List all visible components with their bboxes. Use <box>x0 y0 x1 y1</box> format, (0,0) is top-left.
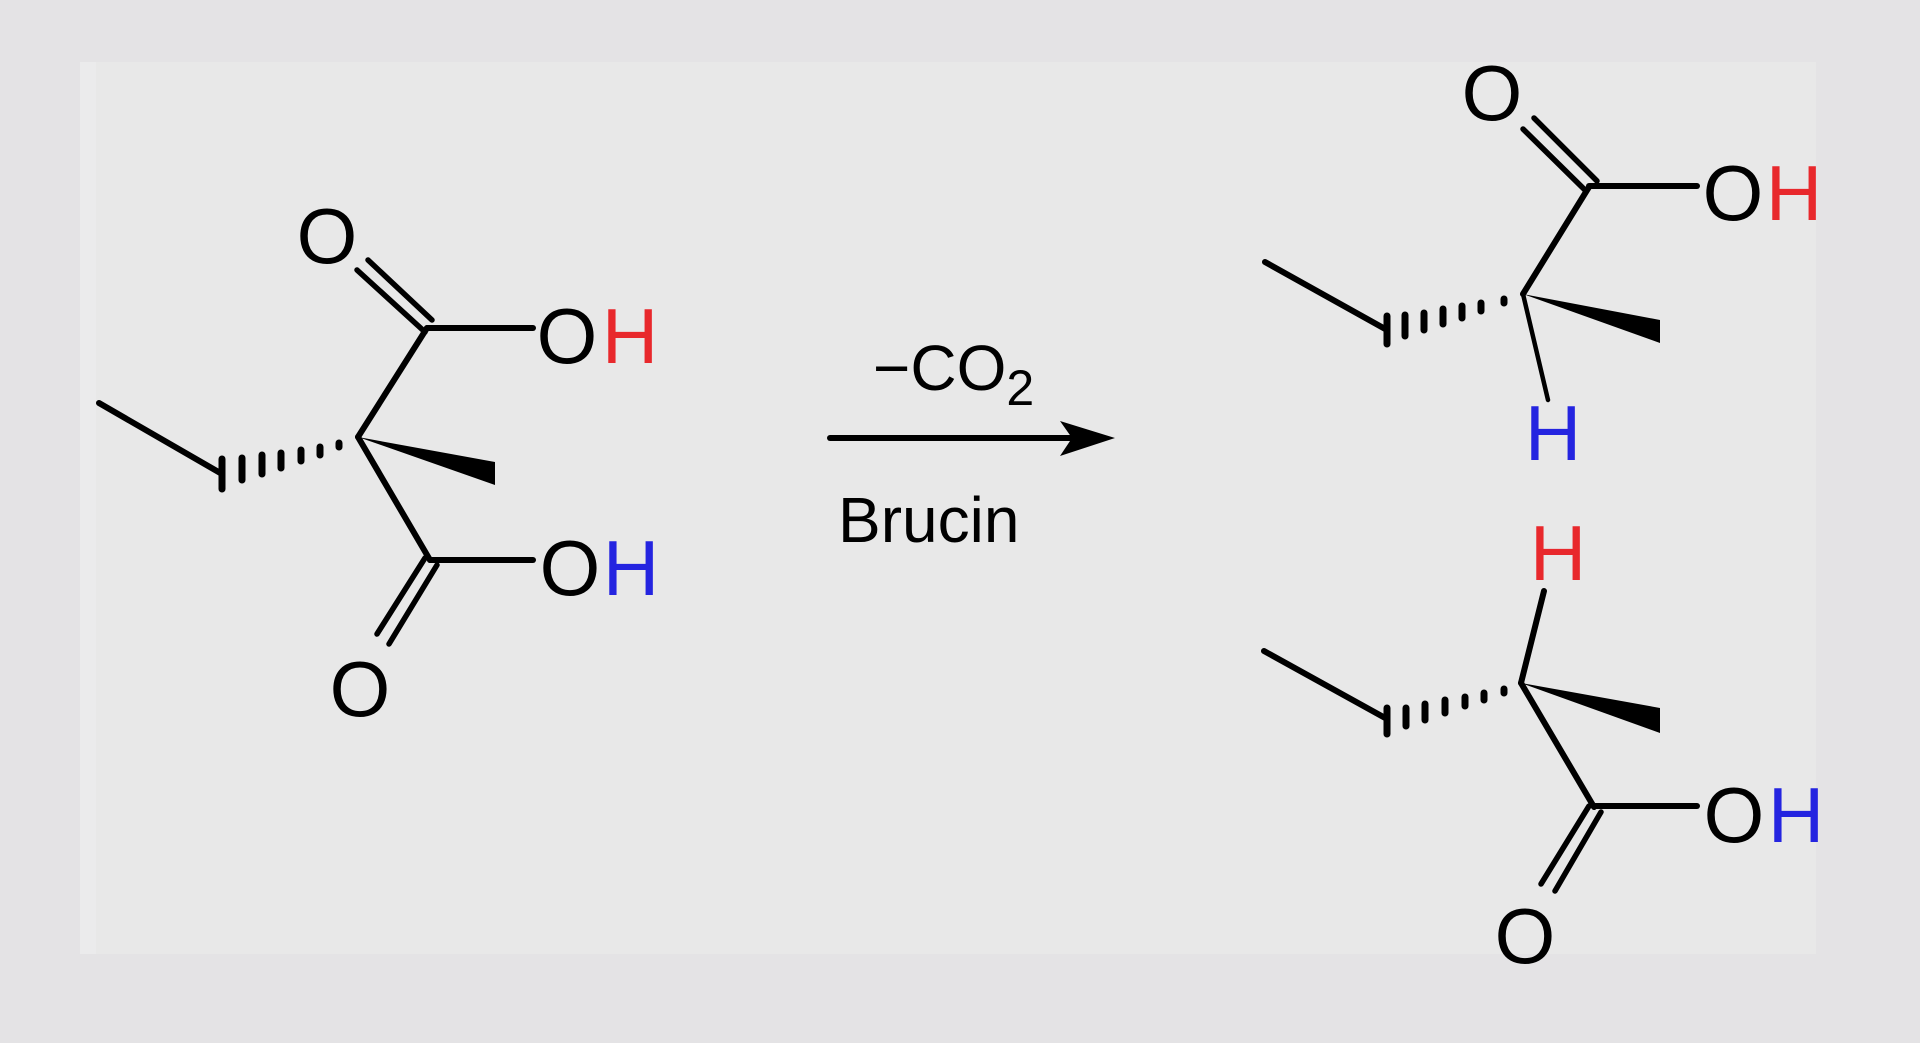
arrow-head-icon <box>1060 421 1115 456</box>
bond-c-cooh-top <box>355 325 430 440</box>
atom-oh-o: O <box>1704 771 1765 859</box>
hashed-bond <box>1383 685 1508 738</box>
wedge-bond <box>1521 683 1660 733</box>
bond-c-cooh <box>1520 184 1592 297</box>
atom-oh-bottom-h-blue: H <box>603 524 659 612</box>
panel-edge <box>80 62 100 954</box>
reactant-molecule: O O H O H O <box>96 192 659 733</box>
atom-oh-top-h-red: H <box>602 292 658 380</box>
bond-c-cooh <box>1518 680 1597 810</box>
wedge-bond <box>1523 294 1660 343</box>
bond-ethyl <box>1261 648 1390 722</box>
double-bond-top-b <box>365 257 435 323</box>
atom-o-bottom: O <box>330 645 391 733</box>
bond-ethyl <box>1262 259 1390 333</box>
double-bond-a <box>1538 803 1592 887</box>
hashed-bond <box>1383 295 1508 348</box>
double-bond-a <box>1520 126 1589 194</box>
atom-o-bottom: O <box>1495 892 1556 980</box>
atom-oh-bottom-o: O <box>540 524 601 612</box>
atom-h-red: H <box>1530 509 1586 597</box>
reaction-arrow: −CO2 Brucin <box>827 332 1115 556</box>
double-bond-b <box>1531 115 1600 184</box>
double-bond-top-a <box>354 267 428 335</box>
hashed-bond <box>218 439 343 493</box>
bond-c-cooh-bottom <box>355 434 433 563</box>
atom-o-top: O <box>1462 49 1523 137</box>
product-bottom-molecule: H O H O <box>1261 509 1824 980</box>
atom-oh-h-red: H <box>1766 149 1822 237</box>
bond-c-h <box>1518 588 1547 686</box>
double-bond-bottom-b <box>386 562 440 647</box>
bond-ethyl <box>96 400 225 477</box>
double-bond-b <box>1552 809 1604 894</box>
atom-o-top: O <box>297 192 358 280</box>
atom-oh-top-o: O <box>537 292 598 380</box>
reagent-below: Brucin <box>838 484 1019 556</box>
bond-c-h <box>1520 291 1551 403</box>
reagent-above: −CO2 <box>873 332 1034 416</box>
atom-oh-o: O <box>1703 149 1764 237</box>
atom-oh-h-blue: H <box>1768 771 1824 859</box>
diagram-panel <box>96 62 1816 954</box>
wedge-bond <box>358 437 495 485</box>
atom-h-blue: H <box>1525 389 1581 477</box>
product-top-molecule: O O H H <box>1262 49 1822 477</box>
double-bond-bottom-a <box>374 555 428 637</box>
